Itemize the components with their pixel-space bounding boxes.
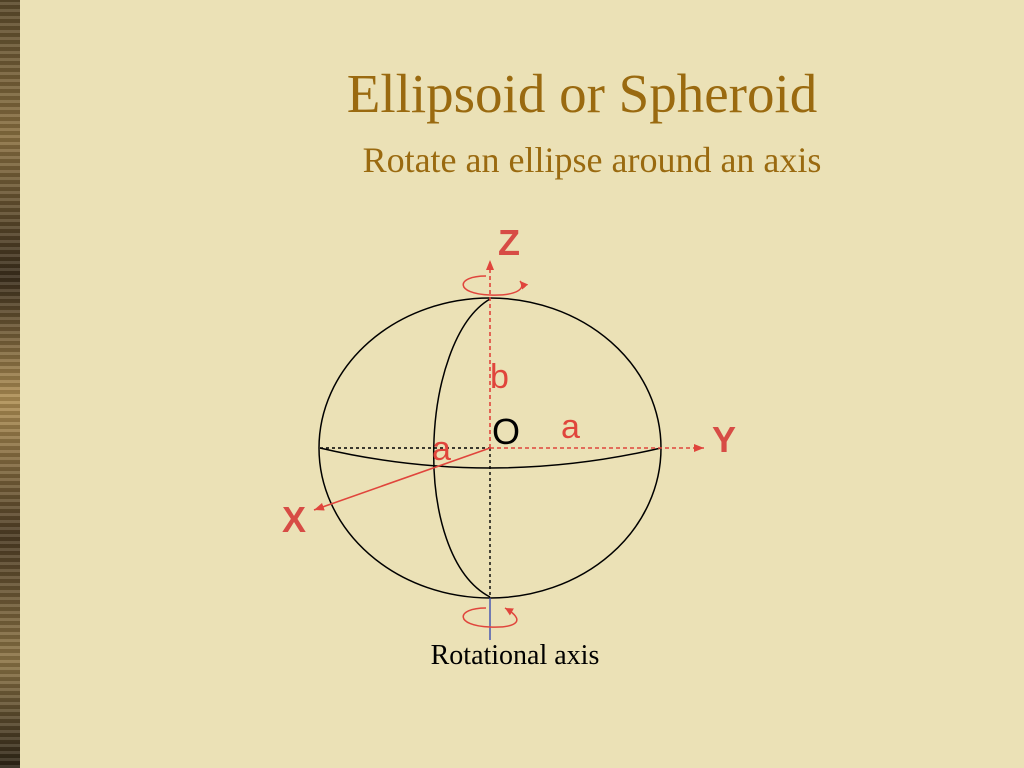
slide-title: Ellipsoid or Spheroid bbox=[346, 63, 818, 124]
meridian-front-curve bbox=[433, 298, 491, 598]
rotation-arrow-icon bbox=[462, 275, 529, 296]
rotation-arrow-icon bbox=[462, 607, 518, 628]
y-axis-label: Y bbox=[712, 419, 736, 460]
x-axis-label: X bbox=[282, 499, 306, 540]
semi-axis-b-label: b bbox=[490, 358, 509, 396]
semi-axis-a-y-label: a bbox=[561, 408, 580, 446]
decorative-side-strip bbox=[0, 0, 20, 768]
rotational-axis-caption: Rotational axis bbox=[430, 640, 600, 671]
origin-label: O bbox=[492, 411, 520, 452]
x-axis-line bbox=[313, 447, 491, 511]
z-axis-label: Z bbox=[498, 222, 520, 263]
semi-axis-a-x-label: a bbox=[432, 430, 451, 468]
slide-subtitle: Rotate an ellipse around an axis bbox=[362, 140, 822, 180]
